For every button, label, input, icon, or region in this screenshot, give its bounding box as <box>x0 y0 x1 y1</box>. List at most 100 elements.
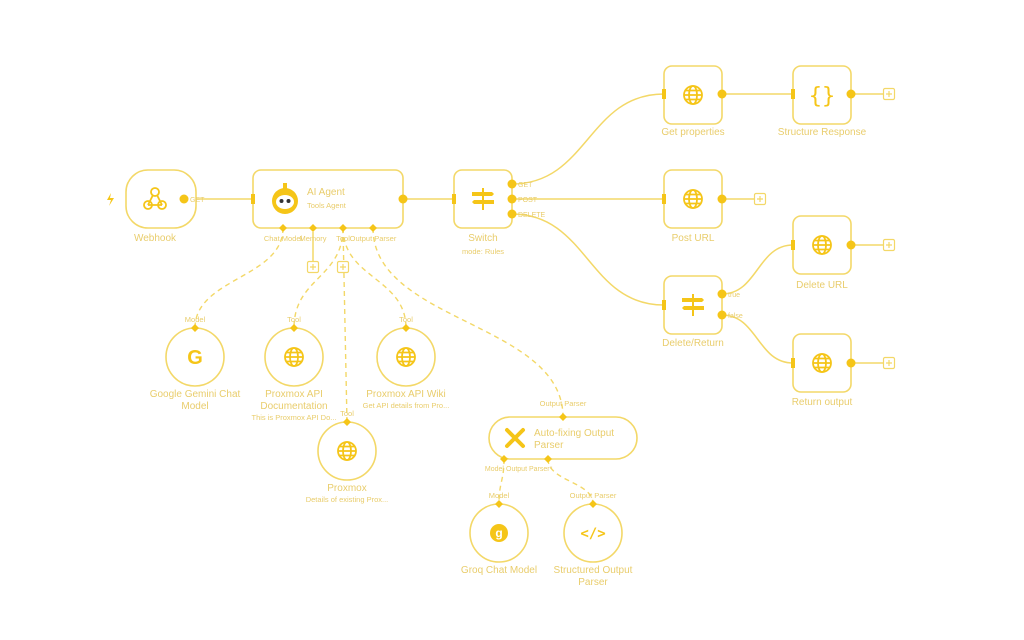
input-handle[interactable] <box>791 240 795 250</box>
node-webhook[interactable]: Webhook <box>125 169 197 244</box>
connector-diamond <box>500 455 508 463</box>
node-label: Proxmox <box>327 483 366 494</box>
dash-edge-groq <box>498 458 505 505</box>
connector-diamond <box>369 224 377 232</box>
port-label: Model <box>489 491 510 500</box>
svg-text:g: g <box>495 526 502 540</box>
output-handle[interactable] <box>717 289 727 299</box>
port-label: Tool <box>287 315 301 324</box>
output-handle[interactable] <box>717 89 727 99</box>
node-label: Structured Output <box>554 565 633 576</box>
node-label-line2: Model <box>181 401 208 412</box>
add-node-button[interactable] <box>882 356 896 370</box>
output-handle[interactable] <box>507 209 517 219</box>
node-label: Return output <box>792 397 853 408</box>
output-handle[interactable] <box>846 240 856 250</box>
dash-edge-tool-proxmox <box>342 227 348 423</box>
globe-icon <box>812 353 832 373</box>
add-node-button[interactable] <box>882 87 896 101</box>
port-label: true <box>728 292 740 299</box>
globe-icon <box>683 85 703 105</box>
svg-text:{}: {} <box>809 84 836 109</box>
braces-icon: {} <box>809 84 836 109</box>
node-label: Proxmox API <box>265 389 323 400</box>
node-subtitle: This is Proxmox API Do... <box>251 413 336 422</box>
edge-switch-delete <box>511 213 665 306</box>
output-handle[interactable] <box>717 194 727 204</box>
node-label: Delete URL <box>796 280 848 291</box>
node-get-properties[interactable]: Get properties <box>661 65 725 138</box>
node-title: AI Agent <box>307 187 345 198</box>
dash-edge-model <box>194 227 284 329</box>
port-label: Output Parser <box>570 491 617 500</box>
node-subtitle: Tools Agent <box>307 201 347 210</box>
port-label: Tool <box>399 315 413 324</box>
node-post-url[interactable]: Post URL <box>663 169 723 244</box>
connector-diamond <box>339 224 347 232</box>
globe-icon <box>683 189 703 209</box>
port-label: GET <box>190 197 205 204</box>
node-return-output[interactable]: Return output <box>792 333 853 408</box>
connector-diamond <box>402 324 410 332</box>
add-node-button[interactable] <box>336 260 350 274</box>
input-handle[interactable] <box>662 89 666 99</box>
input-handle[interactable] <box>662 300 666 310</box>
output-handle[interactable] <box>507 179 517 189</box>
port-label: GET <box>518 182 533 189</box>
node-label: Auto-fixing Output <box>534 428 614 439</box>
add-node-button[interactable] <box>753 192 767 206</box>
input-handle[interactable] <box>791 358 795 368</box>
port-label: Tool <box>340 409 354 418</box>
output-handle[interactable] <box>398 194 408 204</box>
input-handle[interactable] <box>662 194 666 204</box>
node-structure-response[interactable]: {} Structure Response <box>778 65 867 138</box>
node-subtitle: Details of existing Prox... <box>306 495 389 504</box>
globe-icon <box>812 235 832 255</box>
output-handle[interactable] <box>179 194 189 204</box>
node-label: Delete/Return <box>662 338 724 349</box>
node-label: Switch <box>468 233 497 244</box>
globe-icon <box>337 441 357 461</box>
trigger-lightning-icon <box>107 193 114 206</box>
port-label: Output Parser <box>350 234 397 243</box>
node-label: Groq Chat Model <box>461 565 537 576</box>
output-handle[interactable] <box>846 358 856 368</box>
node-delete-return[interactable]: Delete/Return <box>662 275 724 349</box>
node-delete-url[interactable]: Delete URL <box>792 215 852 291</box>
output-handle[interactable] <box>717 310 727 320</box>
dash-edge-tool-doc <box>293 227 344 329</box>
signpost-icon <box>682 294 704 316</box>
input-handle[interactable] <box>251 194 255 204</box>
connector-diamond <box>544 455 552 463</box>
port-label: Output Parser <box>540 399 587 408</box>
google-icon: G <box>187 347 203 369</box>
port-label: Model <box>485 466 505 473</box>
input-handle[interactable] <box>791 89 795 99</box>
node-label-line2: Documentation <box>260 401 327 412</box>
node-label: Google Gemini Chat <box>150 389 241 400</box>
output-handle[interactable] <box>507 194 517 204</box>
add-node-button[interactable] <box>306 260 320 274</box>
node-label-line2: Parser <box>534 440 564 451</box>
globe-icon <box>284 347 304 367</box>
connector-diamond <box>589 500 597 508</box>
input-handle[interactable] <box>452 194 456 204</box>
port-label: Tool <box>336 234 350 243</box>
node-label: Structure Response <box>778 127 867 138</box>
port-label: Memory <box>299 234 326 243</box>
port-label: POST <box>518 197 538 204</box>
connector-diamond <box>343 418 351 426</box>
webhook-icon <box>143 187 167 210</box>
add-node-button[interactable] <box>882 238 896 252</box>
connector-diamond <box>279 224 287 232</box>
output-handle[interactable] <box>846 89 856 99</box>
tools-icon <box>505 428 525 448</box>
